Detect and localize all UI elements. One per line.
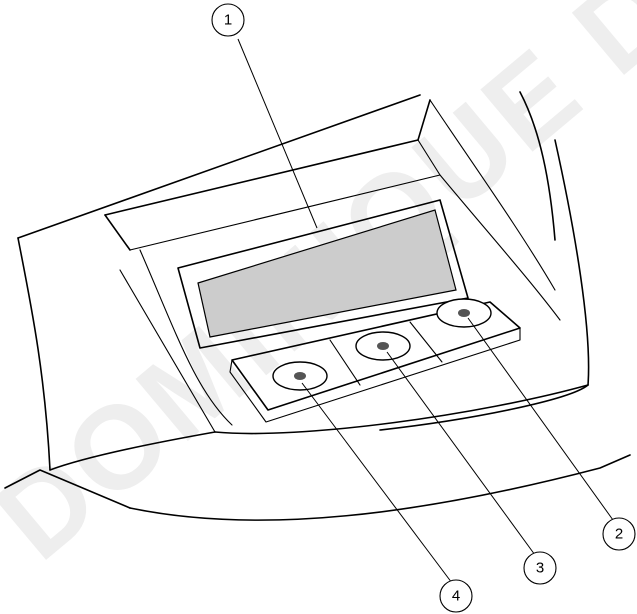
callout-2-label: 2	[615, 526, 623, 543]
callout-2: 2	[602, 517, 636, 551]
callout-1-label: 1	[224, 12, 232, 29]
callout-4: 4	[439, 579, 473, 613]
left-button[interactable]	[272, 361, 328, 391]
callout-3-label: 3	[536, 560, 544, 577]
button-panel	[229, 301, 521, 423]
callout-4-label: 4	[452, 588, 460, 605]
callout-3-circle	[523, 551, 557, 585]
display-screen	[197, 209, 457, 338]
instrument-body	[4, 91, 631, 521]
callout-3-leader	[386, 351, 536, 556]
left-button-dot	[294, 372, 306, 380]
callout-1-leader	[237, 38, 318, 229]
callout-2-leader	[467, 317, 614, 521]
callout-4-leader	[301, 382, 453, 584]
right-button[interactable]	[436, 298, 492, 328]
middle-button-dot	[377, 342, 389, 350]
display-panel	[177, 199, 469, 349]
callout-1-circle	[211, 3, 245, 37]
right-button-dot	[458, 309, 470, 317]
callout-4-circle	[439, 579, 473, 613]
callout-1: 1	[211, 3, 245, 37]
display-hood	[104, 99, 561, 321]
callout-2-circle	[602, 517, 636, 551]
middle-button[interactable]	[355, 331, 411, 361]
callout-3: 3	[523, 551, 557, 585]
